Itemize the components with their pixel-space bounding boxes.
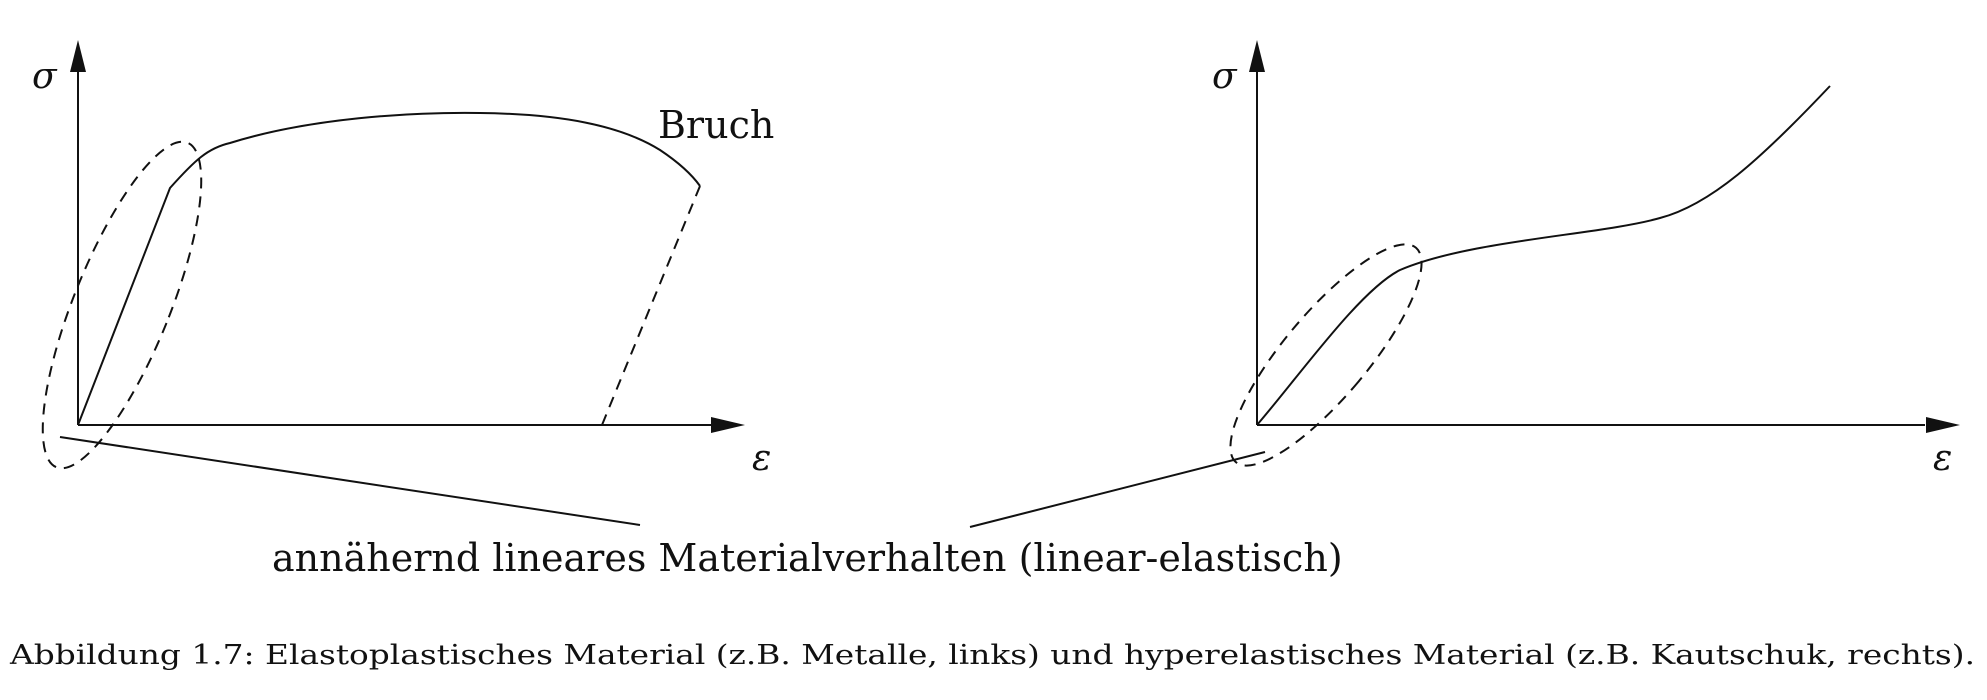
left-y-axis-arrowhead bbox=[70, 40, 86, 72]
right-plot-hyperelastic: σ ε bbox=[1212, 40, 1960, 479]
linear-elastic-annotation: annähernd lineares Materialverhalten (li… bbox=[272, 536, 1343, 580]
right-y-axis-arrowhead bbox=[1249, 40, 1265, 72]
left-x-axis-arrowhead bbox=[711, 417, 745, 433]
left-linear-region-ellipse bbox=[41, 140, 203, 470]
right-x-axis-label: ε bbox=[1933, 438, 1952, 479]
left-plot-elastoplastic: σ ε Bruch bbox=[32, 40, 774, 479]
fracture-label: Bruch bbox=[658, 103, 774, 147]
right-x-axis-arrowhead bbox=[1926, 417, 1960, 433]
left-stress-strain-curve bbox=[77, 111, 701, 426]
right-stress-strain-curve bbox=[1256, 85, 1831, 426]
right-annotation-leader-line bbox=[969, 451, 1266, 528]
left-x-axis-label: ε bbox=[752, 438, 771, 479]
left-annotation-leader-line bbox=[59, 436, 641, 526]
left-y-axis-label: σ bbox=[32, 56, 58, 97]
left-unloading-line bbox=[601, 185, 701, 426]
right-y-axis-label: σ bbox=[1212, 56, 1238, 97]
right-linear-region-ellipse bbox=[1229, 243, 1423, 467]
figure-caption: Abbildung 1.7: Elastoplastisches Materia… bbox=[9, 640, 1975, 671]
